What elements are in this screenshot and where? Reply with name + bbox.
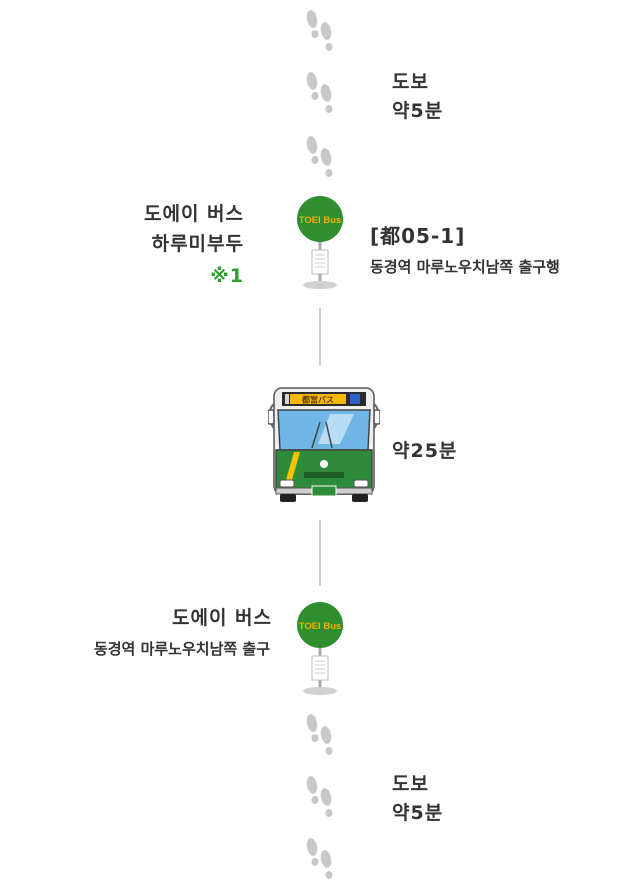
bus-display-text: 都営バス [301,395,334,405]
footprint-icon [305,837,333,879]
walk-label: 도보 [392,773,429,795]
bus-icon: 都営バス [268,387,380,502]
bus-stop-sign-text: TOEI Bus [299,215,342,226]
route-line [319,520,321,586]
walk-time: 약5분 [392,802,444,824]
departure-company: 도에이 버스 [143,203,244,225]
arrival-stop-name: 동경역 마루노우치남쪽 출구 [93,640,270,658]
route-line [319,308,321,366]
walk-label: 도보 [392,71,429,93]
bus-stop-icon: TOEI Bus [295,600,345,696]
bus-stop-sign-text: TOEI Bus [299,621,342,632]
footprint-icon [305,9,333,52]
route-destination: 동경역 마루노우치남쪽 출구행 [370,258,560,276]
footprint-icon [305,71,333,113]
departure-note: ※1 [210,265,244,287]
footprint-icon [305,135,333,177]
route-number: [都05-1] [370,224,466,248]
arrival-company: 도에이 버스 [171,607,272,629]
bus-stop-icon: TOEI Bus [295,194,345,290]
walk-time: 약5분 [392,100,444,122]
footprint-icon [305,775,333,817]
ride-time: 약25분 [392,440,458,462]
footprint-icon [305,713,333,755]
departure-stop-name: 하루미부두 [151,233,244,255]
